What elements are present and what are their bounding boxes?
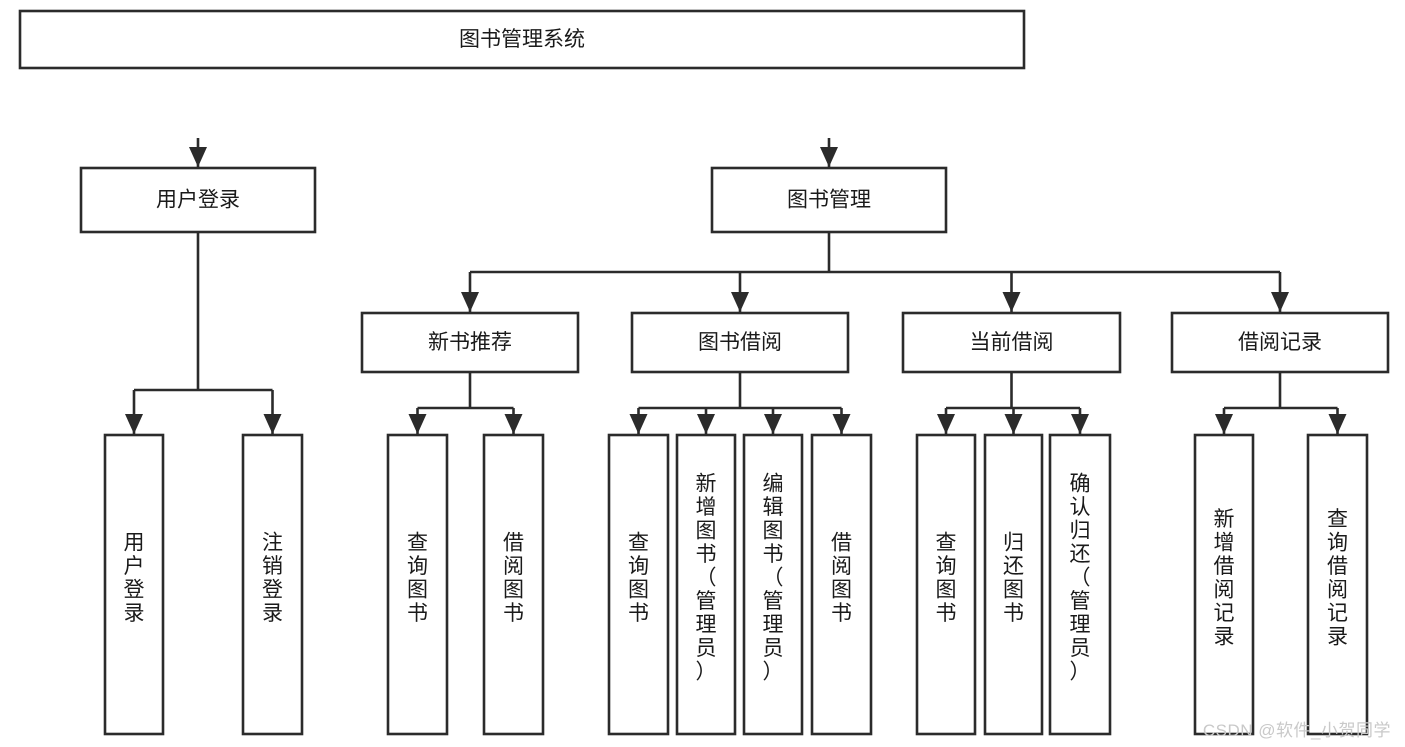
node-leaf-logout-login[interactable]: 注销登录 [241,433,304,736]
node-leaf-add-book-box[interactable] [675,433,737,736]
csdn-watermark: CSDN @软件_小贺同学 [1202,721,1391,740]
node-leaf-user-login[interactable]: 用户登录 [103,433,165,736]
node-leaf-confirm-return-label: 确认归还（管理员） [1070,473,1091,684]
node-leaf-edit-book-label: 编辑图书（管理员） [763,473,784,684]
node-borrow-record-box[interactable] [1170,311,1390,374]
node-leaf-return-book-label: 归还图书 [1003,531,1024,625]
node-root-box[interactable] [18,9,1026,70]
node-leaf-borrow-book-rec-label: 借阅图书 [503,531,524,625]
node-leaf-return-book-box[interactable] [983,433,1044,736]
node-leaf-query-book-rec-box[interactable] [386,433,449,736]
node-leaf-logout-login-label: 注销登录 [262,531,283,625]
node-new-book-rec[interactable]: 新书推荐 [360,311,580,374]
node-leaf-borrow-book-rec-box[interactable] [482,433,545,736]
node-new-book-rec-label: 新书推荐 [428,331,512,354]
node-new-book-rec-box[interactable] [360,311,580,374]
node-leaf-add-record[interactable]: 新增借阅记录 [1193,433,1255,736]
connector-user-login-arrow-0 [125,414,143,434]
node-leaf-query-book-cur-box[interactable] [915,433,977,736]
connector-book-manage-arrow-1 [731,292,749,312]
node-book-manage-label: 图书管理 [787,189,871,212]
connector-borrow-record-arrow-0 [1215,414,1233,434]
node-leaf-query-book-borrow[interactable]: 查询图书 [607,433,670,736]
connector-book-borrow-arrow-3 [832,414,851,434]
connector-current-borrow-arrow-1 [1004,414,1023,434]
node-borrow-record[interactable]: 借阅记录 [1170,311,1390,374]
node-user-login-label: 用户登录 [156,189,240,212]
node-leaf-edit-book-box[interactable] [742,433,804,736]
node-leaf-borrow-book[interactable]: 借阅图书 [810,433,873,736]
node-layer: 图书管理系统用户登录图书管理新书推荐图书借阅当前借阅借阅记录用户登录注销登录查询… [18,9,1390,736]
node-current-borrow-label: 当前借阅 [970,331,1054,354]
node-current-borrow-box[interactable] [901,311,1122,374]
node-current-borrow[interactable]: 当前借阅 [901,311,1122,374]
connector-current-borrow-arrow-2 [1071,414,1089,434]
node-leaf-query-book-rec[interactable]: 查询图书 [386,433,449,736]
node-root-label: 图书管理系统 [459,28,585,51]
node-book-manage-box[interactable] [710,166,948,234]
node-root[interactable]: 图书管理系统 [18,9,1026,70]
node-leaf-edit-book[interactable]: 编辑图书（管理员） [742,433,804,736]
node-leaf-add-book-label: 新增图书（管理员） [696,473,717,684]
node-leaf-query-book-cur[interactable]: 查询图书 [915,433,977,736]
node-leaf-add-book[interactable]: 新增图书（管理员） [675,433,737,736]
node-leaf-add-record-box[interactable] [1193,433,1255,736]
connector-root-arrow-1 [820,147,838,167]
connector-borrow-record-arrow-1 [1328,414,1347,434]
connector-book-borrow-arrow-0 [629,414,648,434]
node-leaf-confirm-return[interactable]: 确认归还（管理员） [1048,433,1112,736]
node-leaf-add-record-label: 新增借阅记录 [1214,508,1235,649]
node-leaf-user-login-box[interactable] [103,433,165,736]
node-borrow-record-label: 借阅记录 [1238,331,1322,354]
node-book-manage[interactable]: 图书管理 [710,166,948,234]
connector-book-borrow-arrow-1 [697,414,715,434]
node-leaf-query-book-rec-label: 查询图书 [407,531,428,625]
node-user-login-box[interactable] [79,166,317,234]
connector-book-manage-arrow-0 [461,292,479,312]
node-book-borrow-label: 图书借阅 [698,331,782,354]
node-leaf-query-record[interactable]: 查询借阅记录 [1306,433,1369,736]
node-leaf-query-record-box[interactable] [1306,433,1369,736]
connector-book-manage-arrow-2 [1002,292,1021,312]
node-leaf-logout-login-box[interactable] [241,433,304,736]
node-leaf-query-book-borrow-label: 查询图书 [628,531,649,625]
node-leaf-user-login-label: 用户登录 [124,531,145,625]
connector-book-borrow-arrow-2 [764,414,782,434]
node-leaf-query-book-cur-label: 查询图书 [936,531,957,625]
node-user-login[interactable]: 用户登录 [79,166,317,234]
connector-layer [125,138,1347,434]
connector-root-arrow-0 [189,147,207,167]
node-leaf-confirm-return-box[interactable] [1048,433,1112,736]
connector-book-manage-arrow-3 [1271,292,1289,312]
connector-current-borrow-arrow-0 [937,414,955,434]
node-leaf-query-book-borrow-box[interactable] [607,433,670,736]
node-book-borrow-box[interactable] [630,311,850,374]
node-leaf-borrow-book-rec[interactable]: 借阅图书 [482,433,545,736]
connector-new-book-rec-arrow-0 [408,414,427,434]
node-leaf-return-book[interactable]: 归还图书 [983,433,1044,736]
node-leaf-borrow-book-box[interactable] [810,433,873,736]
node-leaf-borrow-book-label: 借阅图书 [831,531,852,625]
connector-user-login-arrow-1 [263,414,282,434]
connector-new-book-rec-arrow-1 [504,414,523,434]
node-leaf-query-record-label: 查询借阅记录 [1327,508,1348,649]
node-book-borrow[interactable]: 图书借阅 [630,311,850,374]
